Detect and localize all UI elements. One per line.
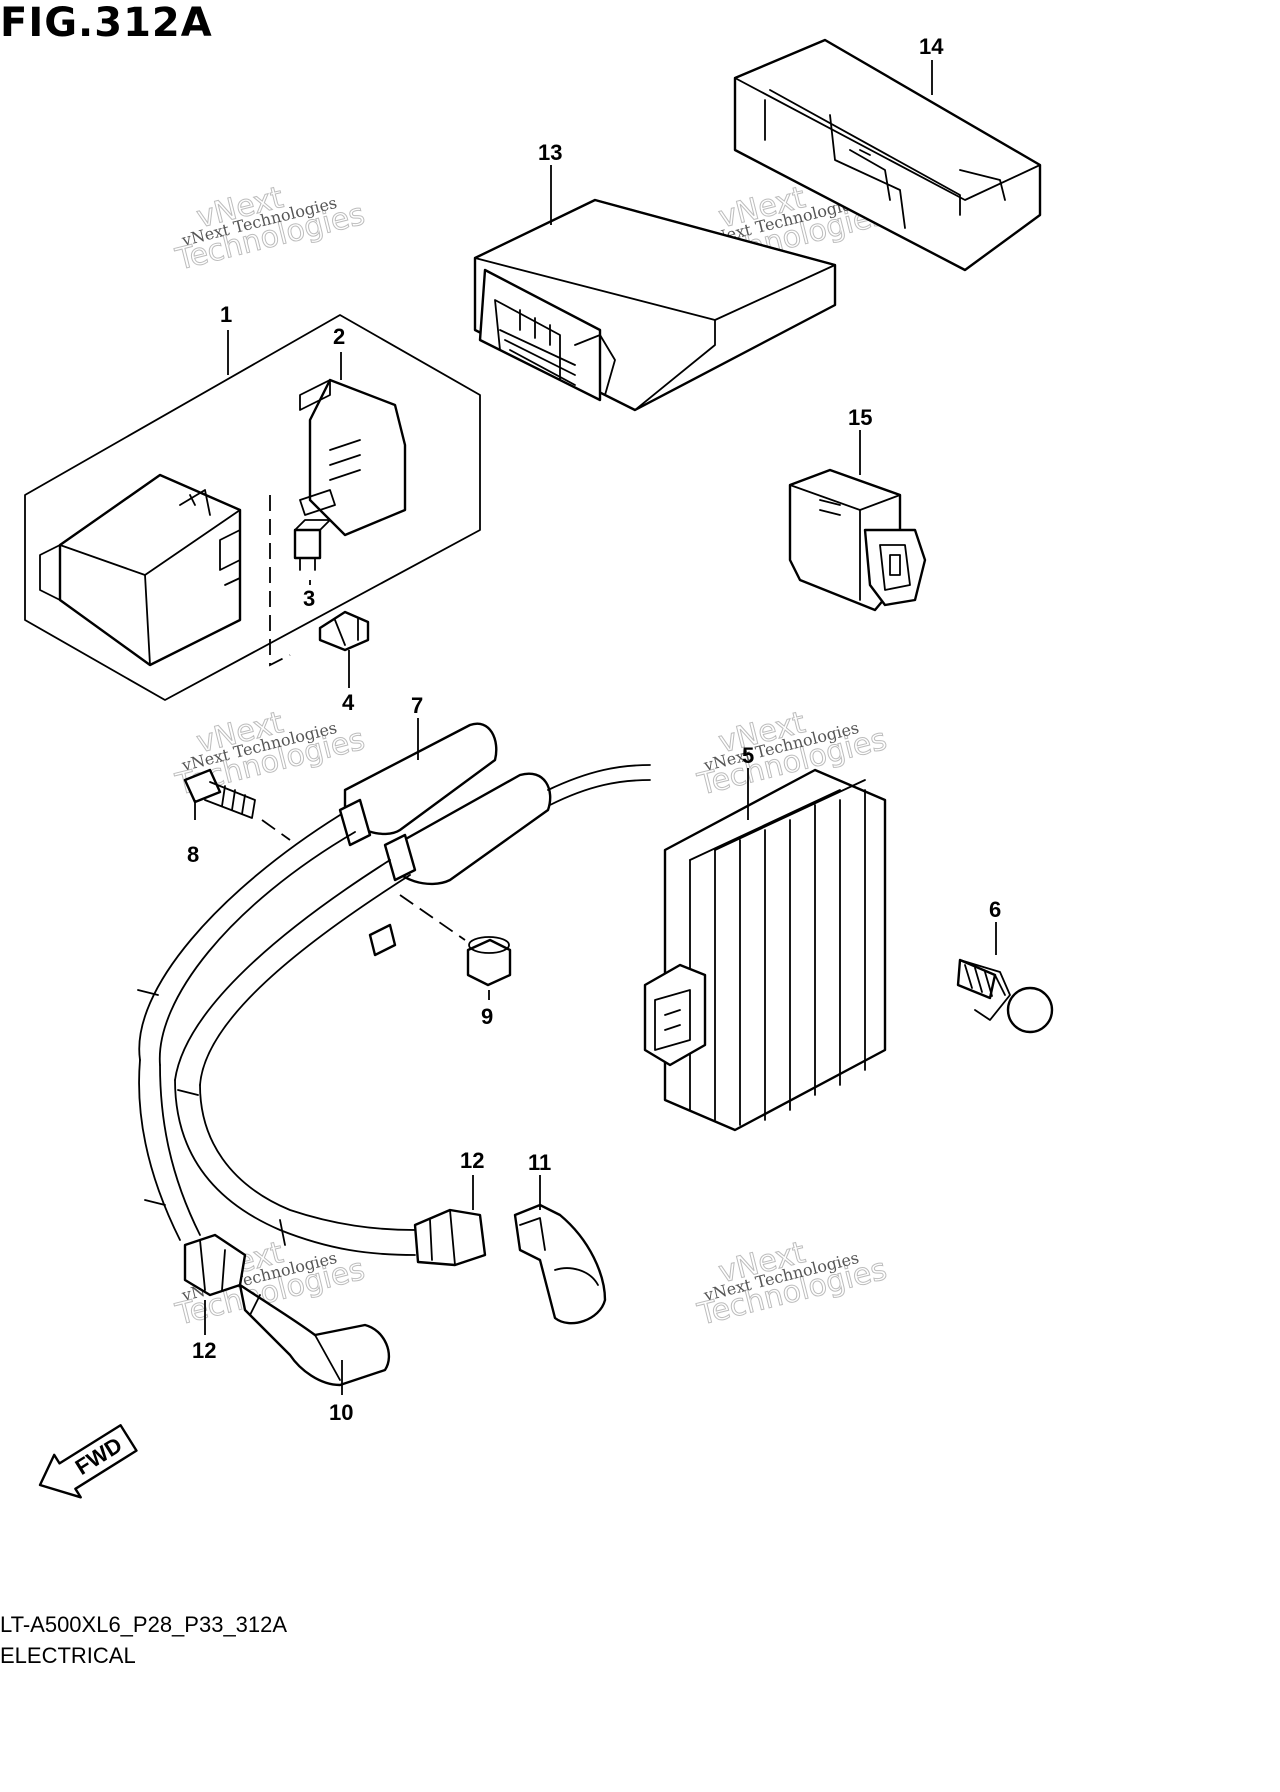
callout-12-upper: 12: [460, 1148, 484, 1173]
part-9-collar: [399, 894, 512, 987]
part-12-boot-lower: [183, 1233, 247, 1297]
callout-15: 15: [848, 405, 872, 430]
part-1-relay-assembly: [24, 314, 481, 701]
callout-5: 5: [742, 743, 754, 768]
part-8-bolt: [183, 768, 291, 841]
part-10-plug-cap: [238, 1283, 391, 1387]
callout-7: 7: [411, 693, 423, 718]
leader-lines: [194, 60, 997, 1395]
figure-title: FIG.312A: [0, 0, 213, 46]
callout-6: 6: [989, 897, 1001, 922]
callout-12-lower: 12: [192, 1338, 216, 1363]
callout-9: 9: [481, 1004, 493, 1029]
part-6-bolt: [956, 958, 1054, 1034]
watermark: vNext Technologies vNext Technologies: [693, 1235, 890, 1334]
part-12-boot-upper: [413, 1208, 487, 1267]
callout-1: 1: [220, 302, 232, 327]
callout-4: 4: [342, 690, 355, 715]
callout-14: 14: [919, 34, 944, 59]
watermark: vNext Technologies vNext Technologies: [171, 180, 368, 279]
part-5-regulator: [643, 768, 887, 1132]
callout-2: 2: [333, 324, 345, 349]
callout-3: 3: [303, 586, 315, 611]
callout-10: 10: [329, 1400, 353, 1425]
part-13-ecm: [473, 198, 837, 412]
part-14-cover: [733, 38, 1042, 272]
callout-13: 13: [538, 140, 562, 165]
part-11-plug-cap: [513, 1203, 607, 1325]
model-code: LT-A500XL6_P28_P33_312A: [0, 1612, 288, 1637]
part-7-ignition-coil: [137, 722, 651, 1256]
callout-labels: 1 2 3 4 5 6 7 8 9 10 11 12 12 13 14 15: [187, 34, 1001, 1425]
callout-11: 11: [528, 1150, 551, 1175]
part-15-connector: [788, 468, 927, 612]
fwd-direction-arrow: FWD: [38, 1424, 138, 1499]
section-name: ELECTRICAL: [0, 1643, 136, 1668]
callout-8: 8: [187, 842, 199, 867]
